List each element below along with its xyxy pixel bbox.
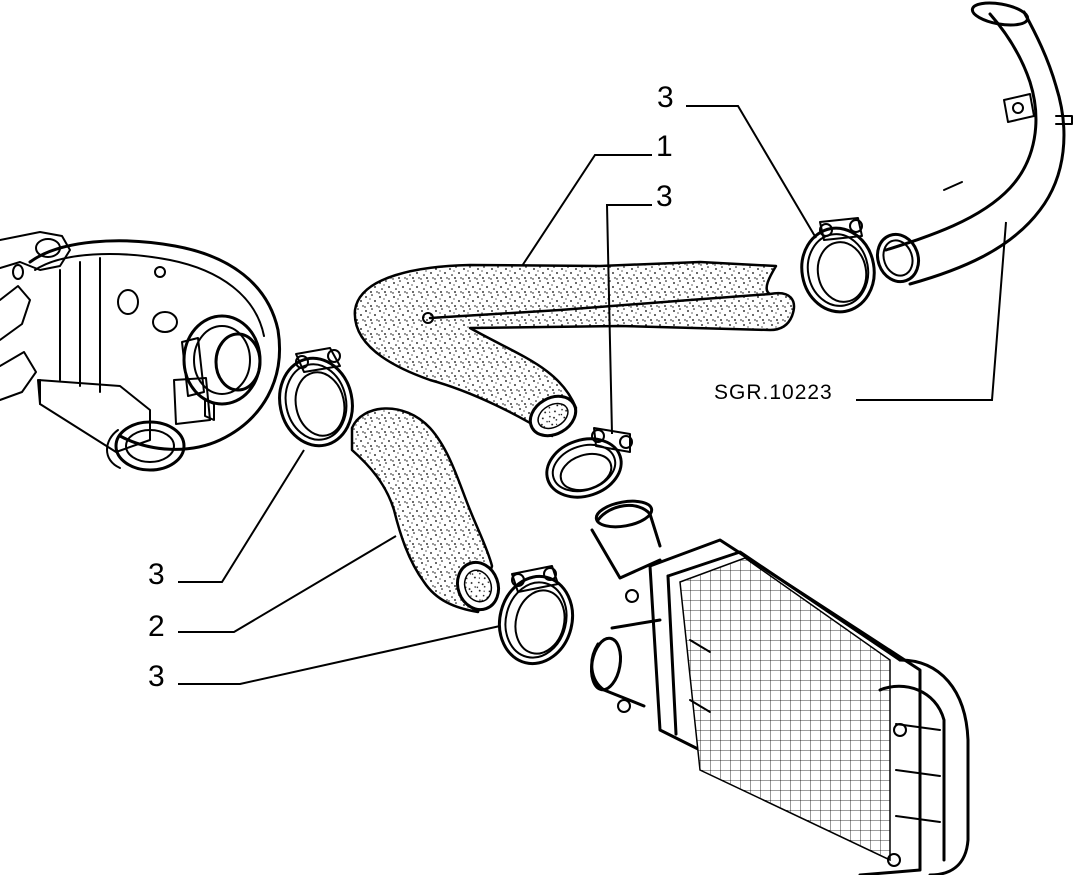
drawing-code-label: SGR.10223 [714,381,833,404]
hose-clamp-lower [497,565,575,666]
leader-lines [178,105,1007,685]
hose-2 [350,407,501,614]
callouts: 3 1 3 3 2 3 SGR.10223 [148,81,833,693]
callout-clamp-middle: 3 [656,180,673,213]
callout-clamp-left: 3 [148,558,165,591]
metal-pipe [875,1,1073,286]
callout-hose-2: 2 [148,610,165,643]
turbocharger [0,231,281,472]
hose-clamp-left [278,347,354,448]
callout-clamp-top-right: 3 [657,81,674,114]
hose-clamp-middle [545,427,633,499]
hose-1 [353,260,796,438]
intercooler [589,499,970,875]
callout-clamp-lower: 3 [148,660,165,693]
hose-clamp-top-right [800,217,876,314]
callout-hose-1: 1 [656,130,673,163]
